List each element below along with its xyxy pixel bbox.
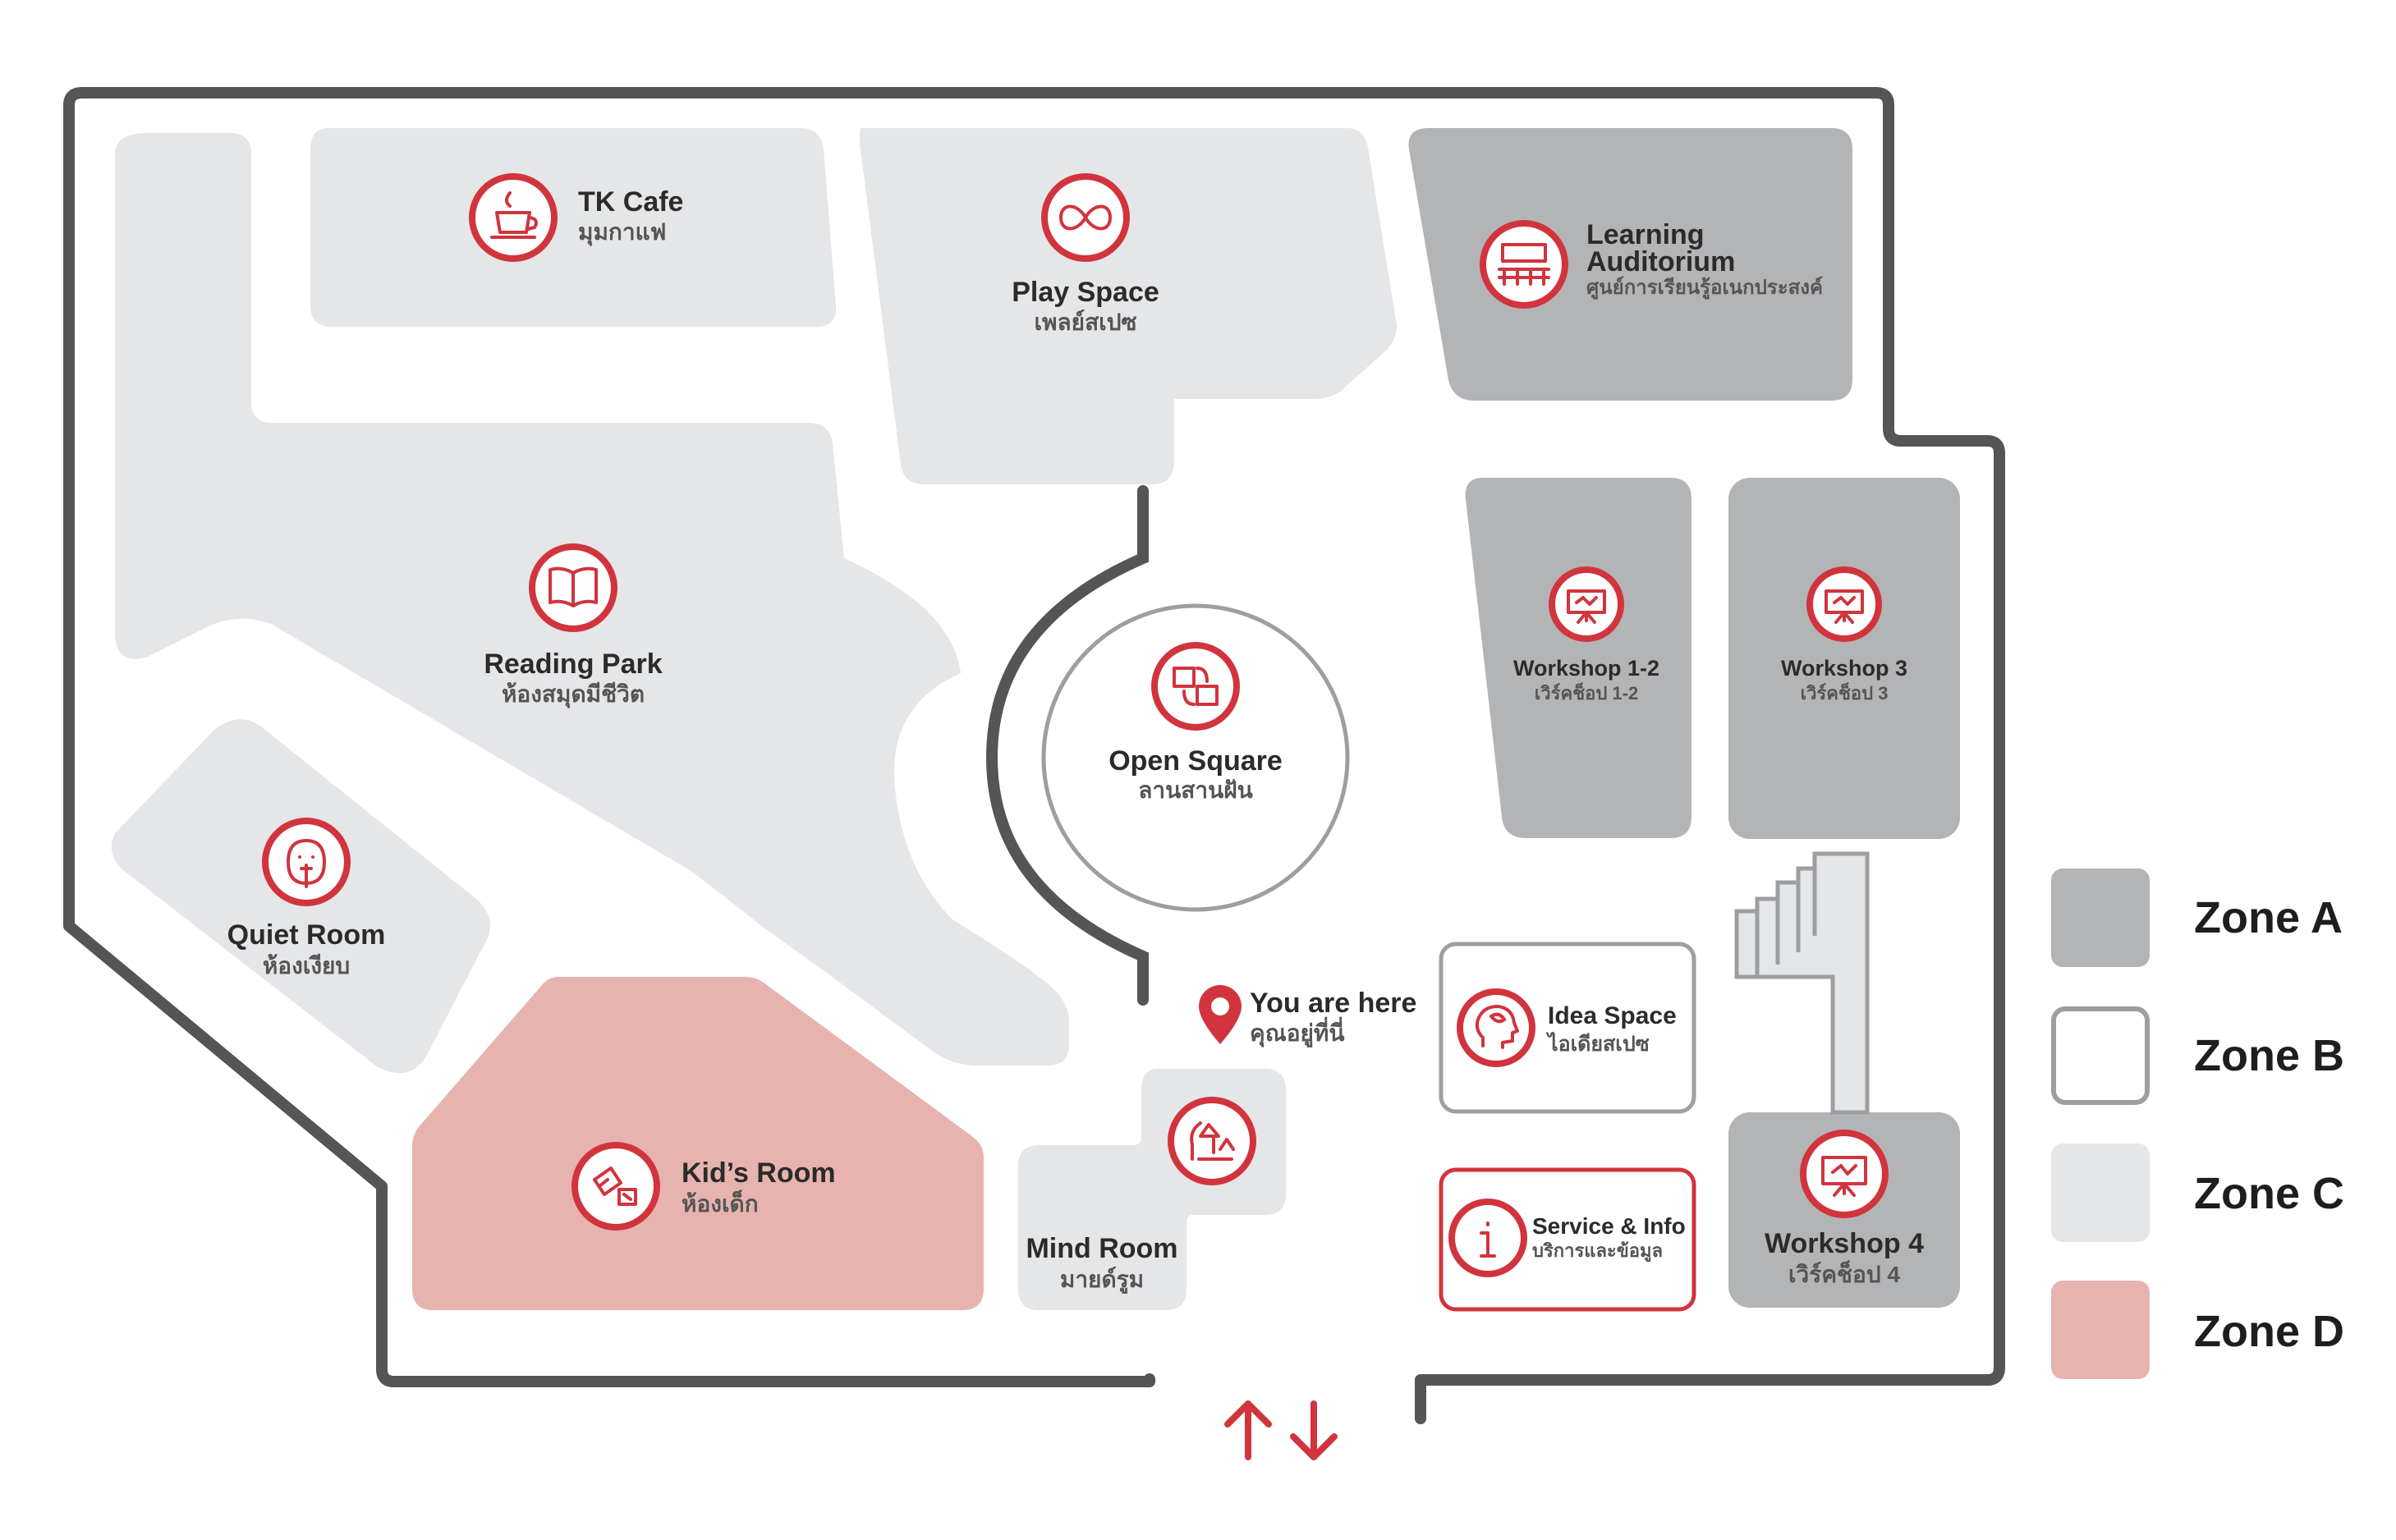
open-square-label-th: ลานสานฝัน bbox=[1138, 777, 1253, 803]
legend-swatch-zone-d bbox=[2051, 1281, 2150, 1379]
legend-item-zone-d: Zone D bbox=[2051, 1281, 2344, 1379]
info-icon bbox=[1448, 1199, 1527, 1277]
play-space-label: Play Space bbox=[1012, 277, 1159, 308]
idea-space-label: Idea Space bbox=[1548, 1002, 1677, 1029]
mind-room-label-th: มายด์รูม bbox=[1060, 1267, 1144, 1294]
mind-room-area[interactable] bbox=[1018, 1069, 1286, 1310]
quiet-room-label: Quiet Room bbox=[227, 919, 386, 951]
shush-face-icon bbox=[262, 818, 351, 906]
up-down-arrows-icon bbox=[1224, 1400, 1338, 1460]
idea-space-area[interactable] bbox=[1439, 942, 1696, 1114]
reading-park-label: Reading Park bbox=[484, 649, 662, 680]
learning-auditorium-area[interactable] bbox=[1408, 128, 1853, 401]
workshop-1-2-label-th: เวิร์คช็อป 1-2 bbox=[1535, 681, 1638, 704]
legend: Zone A Zone B Zone C Zone D bbox=[2051, 869, 2344, 1379]
presentation-board-icon-ws3 bbox=[1806, 566, 1882, 642]
mind-room-label: Mind Room bbox=[1026, 1233, 1177, 1264]
legend-label-zone-b: Zone B bbox=[2194, 1031, 2344, 1080]
tk-cafe-area[interactable] bbox=[310, 128, 837, 327]
workshop-1-2-label: Workshop 1-2 bbox=[1513, 656, 1659, 681]
play-space-area[interactable] bbox=[859, 128, 1397, 484]
you-are-here-label-th: คุณอยู่ที่นี่ bbox=[1250, 1016, 1345, 1047]
kids-room-label-th: ห้องเด็ก bbox=[682, 1189, 759, 1217]
open-square-icon bbox=[1151, 642, 1240, 731]
legend-item-zone-c: Zone C bbox=[2051, 1144, 2344, 1242]
infinity-icon bbox=[1041, 173, 1130, 262]
learning-auditorium-label-2: Auditorium bbox=[1586, 246, 1735, 277]
open-square-label: Open Square bbox=[1108, 745, 1283, 777]
location-pin-icon bbox=[1199, 985, 1242, 1044]
service-info-label: Service & Info bbox=[1532, 1213, 1686, 1239]
tk-cafe-label-th: มุมกาแฟ bbox=[578, 219, 666, 246]
learning-auditorium-label-1: Learning bbox=[1586, 219, 1705, 250]
quiet-room-label-th: ห้องเงียบ bbox=[263, 953, 350, 979]
kids-room-label: Kid’s Room bbox=[682, 1157, 836, 1189]
toy-blocks-icon bbox=[571, 1142, 660, 1231]
open-square-area[interactable] bbox=[1041, 603, 1350, 912]
presentation-board-icon-ws4 bbox=[1800, 1130, 1889, 1218]
open-book-icon bbox=[529, 543, 617, 632]
legend-swatch-zone-a bbox=[2051, 869, 2150, 967]
workshop-3-label: Workshop 3 bbox=[1781, 656, 1907, 681]
mind-tree-icon bbox=[1168, 1097, 1256, 1185]
legend-label-zone-a: Zone A bbox=[2194, 893, 2343, 942]
workshop-3-label-th: เวิร์คช็อป 3 bbox=[1801, 681, 1889, 704]
play-space-label-th: เพลย์สเปซ bbox=[1034, 309, 1136, 335]
legend-label-zone-d: Zone D bbox=[2194, 1307, 2344, 1356]
workshop-1-2-area[interactable] bbox=[1465, 478, 1691, 838]
idea-space-label-th: ไอเดียสเปซ bbox=[1545, 1031, 1650, 1056]
service-info-label-th: บริการและข้อมูล bbox=[1532, 1240, 1663, 1263]
inner-wall-curve bbox=[985, 485, 1149, 1006]
legend-label-zone-c: Zone C bbox=[2194, 1169, 2344, 1218]
presentation-board-icon-ws12 bbox=[1549, 566, 1624, 642]
coffee-cup-icon bbox=[469, 173, 558, 262]
brain-head-icon bbox=[1457, 988, 1535, 1067]
legend-swatch-zone-b bbox=[2051, 1006, 2150, 1105]
staircase bbox=[1734, 851, 1870, 1115]
legend-item-zone-b: Zone B bbox=[2051, 1006, 2344, 1105]
legend-swatch-zone-c bbox=[2051, 1144, 2150, 1242]
workshop-4-label: Workshop 4 bbox=[1765, 1228, 1924, 1259]
tk-cafe-label: TK Cafe bbox=[578, 186, 683, 218]
outer-wall bbox=[63, 87, 2005, 1424]
workshop-4-label-th: เวิร์คช็อป 4 bbox=[1788, 1260, 1900, 1287]
you-are-here-label: You are here bbox=[1250, 988, 1416, 1019]
auditorium-seats-icon bbox=[1480, 220, 1568, 309]
kids-room-area[interactable] bbox=[412, 977, 984, 1310]
learning-auditorium-label-th: ศูนย์การเรียนรู้อเนกประสงค์ bbox=[1586, 276, 1823, 300]
workshop-3-area[interactable] bbox=[1728, 478, 1960, 839]
reading-park-label-th: ห้องสมุดมีชีวิต bbox=[502, 681, 645, 708]
legend-item-zone-a: Zone A bbox=[2051, 869, 2343, 967]
